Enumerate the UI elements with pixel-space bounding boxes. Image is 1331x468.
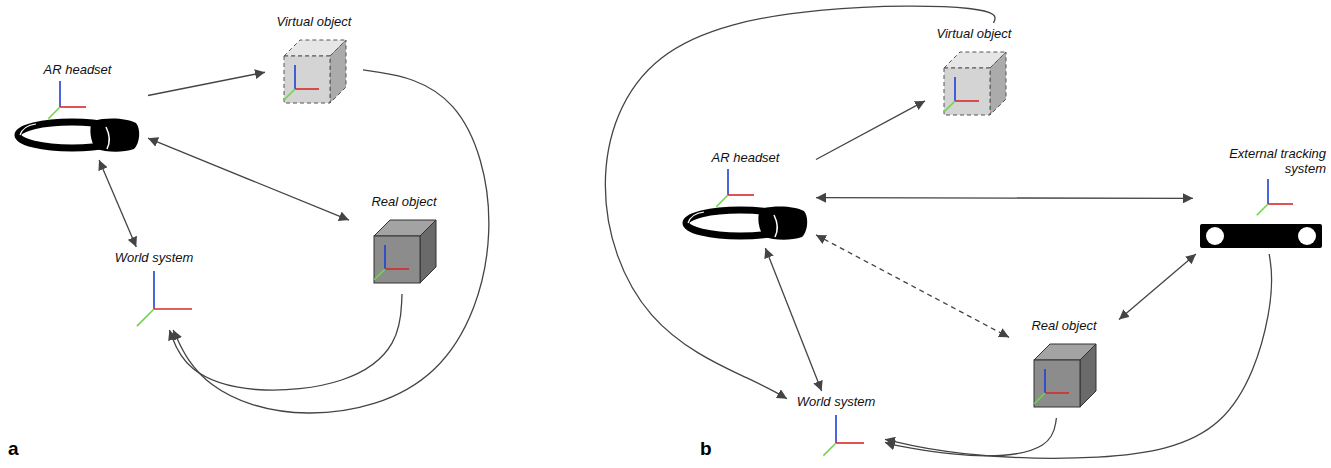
virtual-object-icon [929,41,1019,123]
world-system: World system [108,250,200,327]
connector-arrow [148,72,265,95]
connector-arrow [605,6,995,399]
ar-headset-icon [678,165,813,245]
world-system-icon [109,265,199,327]
ar-headset: AR headset [10,62,145,157]
external-tracking-system: External tracking system [1196,146,1326,251]
world-system-icon [791,409,881,461]
connector-arrow [173,70,489,413]
real-object: Real object [1012,318,1116,415]
connector-arrow [816,101,925,160]
real-object-icon [1019,333,1109,415]
node-label: Real object [1031,318,1096,333]
virtual-object-icon [269,29,359,111]
node-label: Virtual object [937,26,1012,41]
ar-headset-icon [10,77,145,157]
node-label: World system [115,250,194,265]
node-label: Virtual object [277,14,352,29]
panel-label: a [8,438,19,460]
real-object: Real object [352,194,456,291]
node-label: External tracking system [1216,146,1326,176]
connector-arrow [99,160,136,247]
node-label: World system [797,394,876,409]
node-label: AR headset [44,62,112,77]
connector-arrow [816,235,1009,337]
connector-arrow [169,294,402,390]
connector-arrow [148,138,349,220]
world-system: World system [790,394,882,461]
virtual-object: Virtual object [268,14,360,111]
ar-headset: AR headset [678,150,813,245]
connector-arrow [1119,254,1196,320]
virtual-object: Virtual object [928,26,1020,123]
panel-label: b [700,438,712,460]
connector-arrow [816,197,1193,199]
connector-arrow [885,254,1272,458]
connector-arrow [885,418,1056,456]
real-object-icon [359,209,449,291]
node-label: Real object [371,194,436,209]
node-label: AR headset [712,150,780,165]
external-tracking-system-icon [1196,176,1326,251]
connector-arrow [765,248,821,391]
